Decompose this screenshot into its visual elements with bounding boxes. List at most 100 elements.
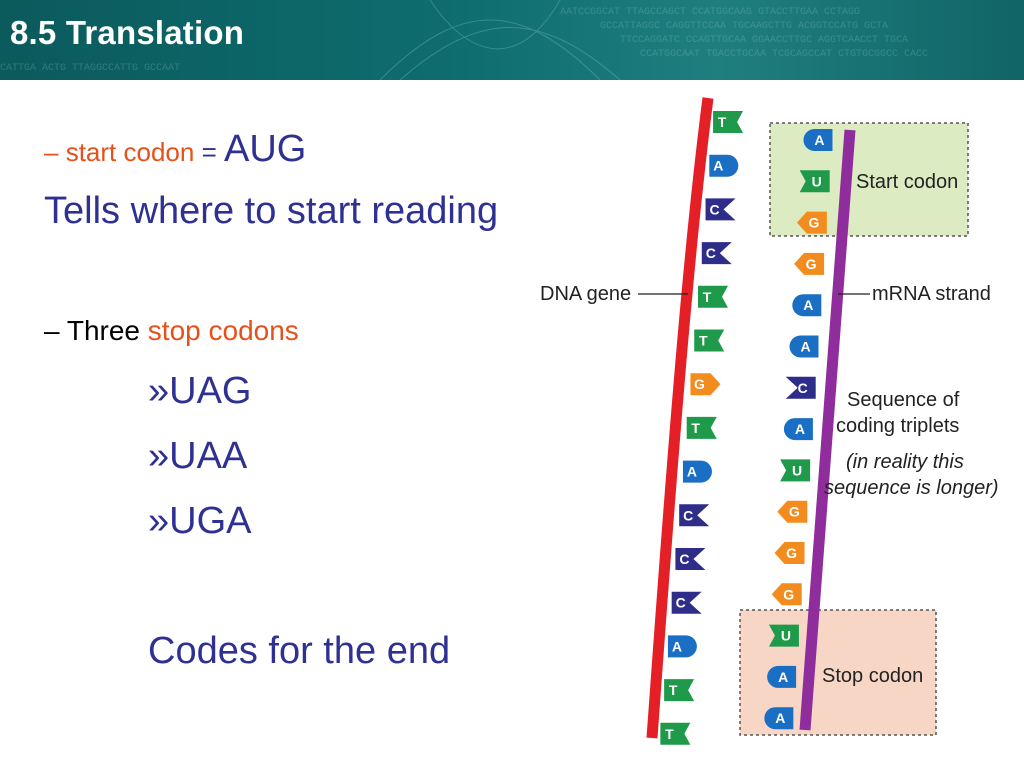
mrna-base-shape [796, 211, 827, 234]
dna-base-shape [682, 460, 712, 483]
svg-text:GCCATTAGGC CAGGTTCCAA TGCAAG: GCCATTAGGC CAGGTTCCAA TGCAAGCTTG ACGGTCC… [600, 21, 888, 32]
three-label: Three [66, 315, 141, 346]
start-codon-box-label: Start codon [856, 171, 958, 193]
dna-base-shape [667, 635, 697, 658]
dna-base-letter: T [699, 333, 708, 349]
mrna-base-u: U [799, 170, 830, 193]
stop-codons-label: stop codons [147, 315, 299, 346]
dna-base-letter: A [672, 638, 682, 654]
dna-base-letter: C [676, 595, 686, 611]
mrna-base-letter: U [781, 628, 791, 644]
stop-codon-uga: »UGA [148, 500, 252, 542]
start-codon-value: AUG [224, 128, 307, 170]
mrna-base-letter: G [806, 256, 817, 272]
dna-base-shape [671, 591, 702, 614]
mrna-base-letter: G [789, 504, 800, 520]
mrna-base-letter: U [792, 462, 802, 478]
mrna-base-shape [774, 542, 805, 564]
dna-base-letter: A [713, 158, 723, 174]
dna-base-shape [679, 504, 710, 527]
mrna-base-shape [803, 129, 833, 151]
mrna-base-a: A [783, 418, 813, 441]
mrna-base-a: A [792, 294, 822, 317]
dna-base-t: T [698, 285, 729, 308]
mrna-base-a: A [789, 335, 819, 358]
mrna-base-shape [799, 170, 830, 193]
dna-base-shape [701, 242, 732, 265]
mrna-base-shape [771, 583, 802, 606]
sequence-line-2: coding triplets [836, 415, 959, 437]
dna-strand [646, 97, 714, 739]
sequence-italic-line-1: (in reality this [846, 451, 964, 473]
start-codon-label: start codon [65, 137, 195, 167]
mrna-base-a: A [764, 707, 794, 730]
mrna-base-a: A [767, 665, 797, 688]
mrna-base-letter: U [812, 173, 822, 189]
dna-base-shape [686, 416, 717, 439]
mrna-base-shape [785, 376, 816, 399]
mrna-base-letter: A [778, 669, 788, 685]
dna-base-letter: T [665, 726, 674, 742]
mrna-strand-label: mRNA strand [872, 283, 991, 305]
dna-base-t: T [686, 416, 717, 439]
dna-base-c: C [705, 198, 736, 221]
mrna-base-shape [780, 459, 811, 482]
dna-base-g: G [690, 373, 721, 396]
dna-base-letter: C [679, 551, 689, 567]
equals-sign: = [201, 137, 217, 167]
mrna-base-c: C [785, 376, 816, 399]
mrna-base-g: G [777, 500, 808, 523]
mrna-base-shape [764, 707, 794, 730]
stop-codon-uaa: »UAA [148, 435, 248, 477]
mrna-base-letter: A [803, 297, 813, 313]
dna-banner-graphic: AATCCGGCAT TTAGCCAGCT CCATGGCAAG GTACCTT… [0, 0, 928, 80]
mrna-strand [799, 129, 856, 731]
sequence-line-1: Sequence of [847, 389, 960, 411]
dna-base-a: A [682, 460, 712, 483]
bullet-dash: – [44, 137, 59, 167]
dna-base-letter: C [683, 507, 693, 523]
svg-text:TTCCAGGATC CCAGTTGCAA GGAACC: TTCCAGGATC CCAGTTGCAA GGAACCTTGC AGGTCAA… [620, 35, 908, 46]
codes-for-end-text: Codes for the end [148, 630, 451, 672]
mrna-base-shape [794, 252, 825, 275]
mrna-base-shape [783, 418, 813, 441]
start-reading-text: Tells where to start reading [44, 190, 499, 232]
mrna-base-g: G [771, 583, 802, 606]
dna-base-t: T [664, 679, 695, 702]
dna-base-shape [709, 154, 739, 177]
dna-base-shape [705, 198, 736, 221]
dna-base-t: T [713, 111, 744, 133]
mrna-base-letter: G [808, 215, 819, 231]
mrna-base-letter: A [800, 339, 810, 355]
dna-base-shape [660, 722, 691, 745]
mrna-base-shape [768, 624, 799, 647]
dna-base-t: T [660, 722, 691, 745]
bullet-start-codon: – start codon = AUG [44, 128, 306, 171]
dna-base-c: C [701, 242, 732, 265]
dna-base-letter: C [706, 245, 716, 261]
mrna-base-shape [767, 665, 797, 688]
svg-text:AATCCGGCAT TTAGCCAGCT CCATGG: AATCCGGCAT TTAGCCAGCT CCATGGCAAG GTACCTT… [560, 7, 860, 18]
stop-codon-box-label: Stop codon [822, 665, 923, 687]
dna-base-shape [713, 111, 744, 133]
mrna-base-letter: A [775, 710, 785, 726]
mrna-base-u: U [780, 459, 811, 482]
sequence-italic-line-2: sequence is longer) [824, 477, 999, 499]
dna-base-shape [690, 373, 721, 396]
slide-header: AATCCGGCAT TTAGCCAGCT CCATGGCAAG GTACCTT… [0, 0, 1024, 80]
mrna-base-letter: A [814, 132, 824, 148]
mrna-base-g: G [796, 211, 827, 234]
mrna-base-g: G [794, 252, 825, 275]
dna-base-letter: T [669, 682, 678, 698]
dna-base-letter: T [718, 114, 727, 130]
mrna-base-g: G [774, 542, 805, 564]
slide-title: 8.5 Translation [10, 14, 245, 51]
dna-base-t: T [694, 329, 725, 352]
dna-base-letter: C [709, 201, 719, 217]
dna-base-c: C [675, 548, 706, 570]
dna-gene-label: DNA gene [540, 283, 631, 305]
dna-base-shape [675, 548, 706, 570]
